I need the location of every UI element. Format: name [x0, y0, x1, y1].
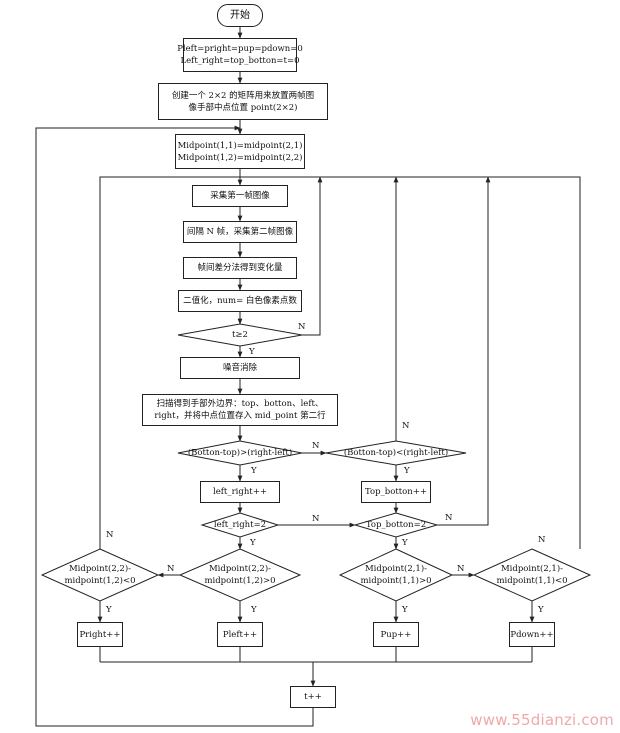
yes-label-cond-tb2: Y [402, 538, 408, 548]
yes-label-cond-pup: Y [402, 605, 408, 615]
no-label-cond-lr: N [312, 441, 320, 451]
arrow-tinc-loop [35, 125, 314, 727]
diamond-cond-tb2 [353, 512, 439, 538]
t-inc-label: t++ [304, 692, 322, 702]
cond-pup-line-2: midpoint(1,1)>0 [360, 576, 432, 586]
diamond-cond-tb [325, 440, 467, 466]
diamond-cond-lr [177, 440, 303, 466]
yes-label-cond-pleft: Y [251, 605, 257, 615]
pleft-label: Pleft++ [222, 629, 258, 640]
frame-diff-label: 帧间差分法得到变化量 [197, 263, 283, 273]
cond-pdown-label: Midpoint(2,1)- midpoint(1,1)<0 [487, 563, 577, 587]
t-inc-box: t++ [290, 686, 336, 708]
capture-first-box: 采集第一帧图像 [192, 185, 288, 207]
watermark: www.55dianzi.com [470, 711, 614, 729]
capture-second-box: 间隔 N 帧，采集第二帧图像 [183, 221, 297, 243]
init-box: Pleft=pright=pup=pdown=0 Left_right=top_… [177, 38, 303, 72]
cond-pleft-label: Midpoint(2,2)- midpoint(1,2)>0 [195, 563, 285, 587]
no-label-cond-tb: N [402, 421, 410, 431]
pleft-box: Pleft++ [217, 622, 263, 647]
cond-pright-line-2: midpoint(1,2)<0 [64, 576, 136, 586]
diamond-cond-pleft [178, 548, 302, 602]
no-label-cond-t: N [298, 322, 306, 332]
denoise-box: 噪音消除 [180, 357, 300, 379]
cond-pright-label: Midpoint(2,2)- midpoint(1,2)<0 [55, 563, 145, 587]
create-matrix-line-1: 创建一个 2×2 的矩阵用来放置两帧图 [171, 90, 315, 101]
tb-inc-label: Top_botton++ [364, 487, 428, 497]
lr-inc-label: left_right++ [213, 487, 267, 497]
yes-label-cond-lr: Y [251, 466, 257, 476]
no-label-cond-tb2: N [445, 513, 453, 523]
capture-second-label: 间隔 N 帧，采集第二帧图像 [186, 227, 294, 237]
start-label: 开始 [230, 9, 250, 21]
init-line-2: Left_right=top_botton=t=0 [180, 56, 300, 66]
cond-pup-label: Midpoint(2,1)- midpoint(1,1)>0 [351, 563, 441, 587]
frame-diff-box: 帧间差分法得到变化量 [183, 257, 297, 279]
tb-inc-box: Top_botton++ [361, 481, 431, 503]
arrow-cond-no-loop [302, 176, 323, 336]
cond-pup-line-1: Midpoint(2,1)- [364, 564, 428, 574]
arrow-condtb2-no-loop [437, 176, 491, 526]
diamond-cond-lr2 [200, 512, 280, 538]
scan-line-1: 扫描得到手部外边界：top、botton、left、 [156, 399, 324, 409]
create-matrix-line-2: 像手部中点位置 point(2×2) [188, 102, 298, 113]
diamond-cond-pdown [472, 548, 592, 602]
pup-box: Pup++ [373, 622, 419, 647]
yes-label-cond-lr2: Y [250, 538, 256, 548]
yes-label-cond-pright: Y [106, 605, 112, 615]
pright-box: Pright++ [77, 622, 123, 647]
pdown-box: Pdown++ [509, 622, 555, 647]
midpoint-copy-line-2: Midpoint(1,2)=midpoint(2,2) [177, 152, 303, 163]
cond-t-label: t≥2 [232, 330, 248, 340]
lr-inc-box: left_right++ [200, 481, 280, 503]
cond-pleft-line-2: midpoint(1,2)>0 [204, 576, 276, 586]
no-label-cond-pup: N [457, 564, 465, 574]
midpoint-copy-box: Midpoint(1,1)=midpoint(2,1) Midpoint(1,2… [175, 134, 305, 169]
start-terminal: 开始 [217, 4, 263, 27]
yes-label-cond-t: Y [249, 347, 255, 357]
diamond-cond-pright [40, 548, 160, 602]
diamond-cond-pup [338, 548, 454, 602]
cond-pdown-line-1: Midpoint(2,1)- [500, 564, 564, 574]
yes-label-cond-tb: Y [404, 466, 410, 476]
scan-line-2: right，并将中点位置存入 mid_point 第二行 [154, 411, 326, 421]
cond-tb-label: (Botton-top)<(right-left) [343, 448, 449, 458]
cond-pleft-line-1: Midpoint(2,2)- [208, 564, 272, 574]
create-matrix-box: 创建一个 2×2 的矩阵用来放置两帧图 像手部中点位置 point(2×2) [158, 83, 328, 120]
binarize-box: 二值化，num= 白色像素点数 [178, 290, 302, 312]
scan-box: 扫描得到手部外边界：top、botton、left、 right，并将中点位置存… [142, 394, 338, 426]
pdown-label: Pdown++ [510, 629, 554, 640]
cond-lr2-label: left_right=2 [213, 520, 267, 530]
no-label-cond-pright: N [106, 530, 114, 540]
cond-lr-label: (Botton-top)>(right-left) [187, 448, 293, 458]
no-label-cond-lr2: N [312, 514, 320, 524]
denoise-label: 噪音消除 [222, 363, 257, 373]
no-label-cond-pleft: N [167, 564, 175, 574]
pup-label: Pup++ [380, 629, 412, 640]
midpoint-copy-line-1: Midpoint(1,1)=midpoint(2,1) [177, 140, 303, 151]
binarize-label: 二值化，num= 白色像素点数 [183, 296, 297, 306]
yes-label-cond-pdown: Y [538, 605, 544, 615]
cond-pdown-line-2: midpoint(1,1)<0 [496, 576, 568, 586]
init-line-1: Pleft=pright=pup=pdown=0 [177, 44, 303, 54]
no-label-cond-pdown: N [538, 535, 546, 545]
arrow-condpright-no-loop [99, 176, 581, 549]
pright-label: Pright++ [79, 629, 121, 640]
cond-pright-line-1: Midpoint(2,2)- [68, 564, 132, 574]
capture-first-label: 采集第一帧图像 [210, 191, 270, 201]
diamond-cond-t [177, 323, 303, 347]
cond-tb2-label: Top_botton=2 [365, 520, 427, 530]
